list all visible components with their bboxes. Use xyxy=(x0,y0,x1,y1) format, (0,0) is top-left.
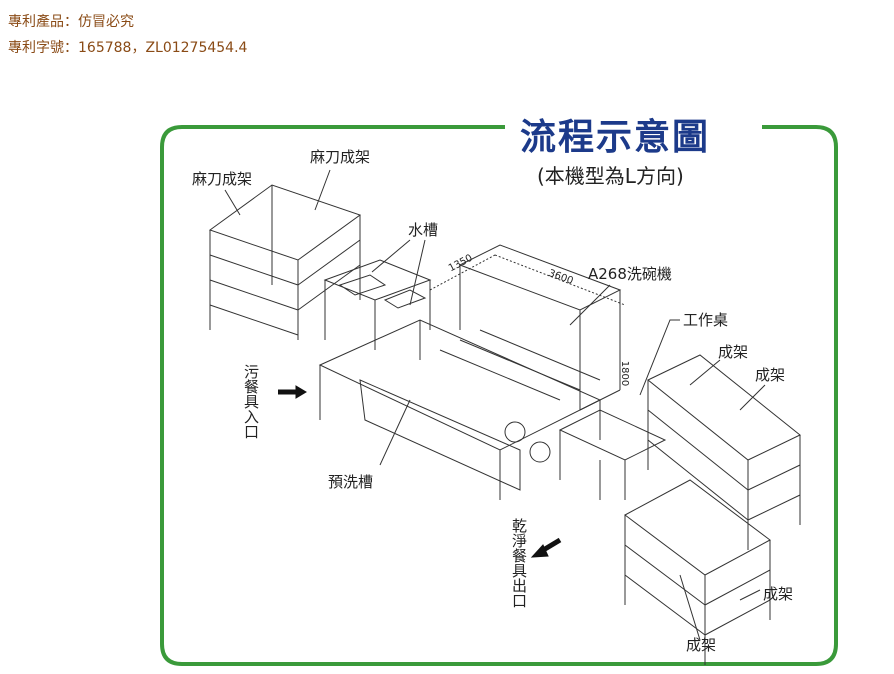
label-rack-left-2: 麻刀成架 xyxy=(310,148,371,166)
label-rack-2: 成架 xyxy=(755,366,786,384)
label-prewash: 預洗槽 xyxy=(328,473,374,491)
diagram-title: 流程示意圖 xyxy=(520,117,711,158)
label-rack-4: 成架 xyxy=(686,636,717,654)
label-dishwasher: A268洗碗機 xyxy=(588,265,672,283)
label-rack-1: 成架 xyxy=(718,343,749,361)
diagram-subtitle: (本機型為L方向) xyxy=(537,164,684,188)
patent-product-notice: 專利產品：仿冒必究 xyxy=(8,14,134,30)
diagram-border xyxy=(160,125,838,666)
label-rack-3: 成架 xyxy=(763,585,794,603)
label-rack-left-1: 麻刀成架 xyxy=(192,170,253,188)
label-clean-outlet: 乾淨餐具出口 xyxy=(510,518,528,608)
patent-number: 專利字號：165788，ZL01275454.4 xyxy=(8,40,248,56)
label-dirty-inlet: 污餐具入口 xyxy=(242,364,260,439)
dimension-1800: 1800 xyxy=(619,360,631,387)
equipment-drawing xyxy=(208,169,801,665)
label-worktable: 工作桌 xyxy=(683,311,729,329)
label-sink: 水槽 xyxy=(408,221,439,239)
